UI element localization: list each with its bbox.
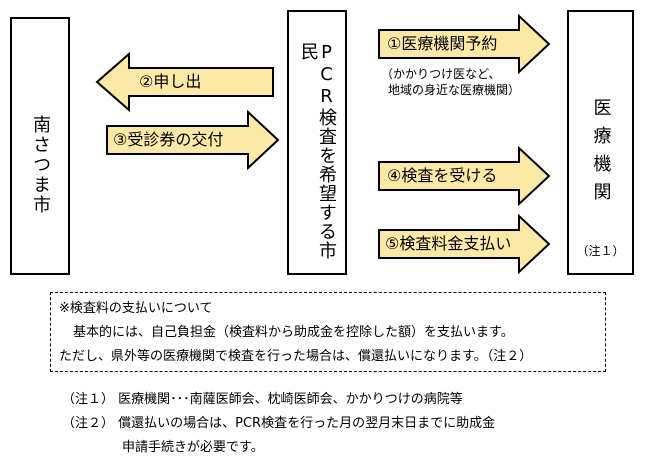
medical-label: 医療機関: [590, 98, 612, 210]
arrow-reserve: ①医療機関予約: [377, 14, 551, 74]
arrow-pay-label: ⑤検査料金支払い: [385, 234, 512, 253]
arrow-apply-label: ②申し出: [139, 72, 202, 91]
arrow-ticket: ③受診券の交付: [105, 110, 280, 170]
arrow-ticket-label: ③受診券の交付: [113, 130, 224, 149]
footnote-1: （注１） 医療機関･･･南薩医師会、枕崎医師会、かかりつけの病院等: [62, 392, 463, 407]
arrow-apply: ②申し出: [95, 52, 275, 112]
arrow-right-shape: [106, 110, 280, 170]
medical-note: （注１）: [576, 244, 625, 258]
arrow-left-shape: [95, 52, 274, 112]
medical-box: 医療機関 （注１）: [567, 10, 634, 275]
arrow-exam: ④検査を受ける: [377, 146, 551, 206]
footnote-2a: （注２） 償還払いの場合は、PCR検査を行った月の翌月末日までに助成金: [62, 416, 496, 431]
reserve-sub1: （かかりつけ医など、: [381, 67, 501, 81]
notice-line1: 基本的には、自己負担金（検査料から助成金を控除した額）を支払います。: [73, 325, 514, 340]
arrow-right-shape: [378, 214, 551, 274]
footnote-2b: 申請手続きが必要です。: [122, 440, 264, 455]
arrow-right-shape: [378, 146, 551, 206]
notice-title: ※検査料の支払いについて: [59, 301, 213, 316]
citizen-box: PCR検査を希望する市民: [287, 10, 347, 275]
arrow-pay: ⑤検査料金支払い: [377, 214, 551, 274]
reserve-sub2: 地域の身近な医療機関）: [388, 83, 521, 97]
arrow-exam-label: ④検査を受ける: [387, 166, 498, 185]
notice-line2: ただし、県外等の医療機関で検査を行った場合は、償還払いになります。（注２）: [59, 349, 533, 364]
citizen-label: PCR検査を希望する市民: [298, 42, 337, 260]
city-box: 南さつま市: [10, 17, 70, 275]
city-label: 南さつま市: [30, 115, 51, 215]
payment-notice-box: ※検査料の支払いについて 基本的には、自己負担金（検査料から助成金を控除した額）…: [50, 292, 606, 372]
arrow-right-shape: [378, 14, 551, 74]
arrow-reserve-label: ①医療機関予約: [387, 34, 498, 53]
